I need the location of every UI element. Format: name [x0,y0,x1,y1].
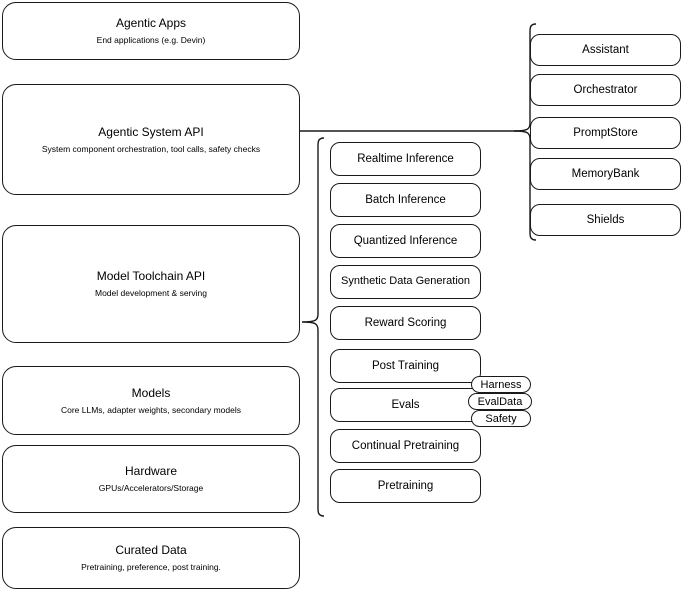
layer-agentic-system-api[interactable]: Agentic System API System component orch… [2,84,300,195]
layer-subtitle: Model development & serving [95,288,207,299]
layer-subtitle: System component orchestration, tool cal… [41,143,261,154]
evals-pill-harness[interactable]: Harness [471,376,531,393]
system-component-assistant[interactable]: Assistant [530,34,681,66]
evals-pill-evaldata[interactable]: EvalData [468,393,532,410]
toolchain-evals[interactable]: Evals [330,388,481,422]
node-label: PromptStore [573,126,638,139]
layer-agentic-apps[interactable]: Agentic Apps End applications (e.g. Devi… [2,2,300,60]
toolchain-post-training[interactable]: Post Training [330,349,481,383]
system-component-promptstore[interactable]: PromptStore [530,117,681,149]
node-label: Assistant [582,43,629,56]
node-label: Quantized Inference [353,234,458,247]
connector-system-api-to-components [300,125,518,137]
layer-title: Hardware [124,464,178,479]
layer-subtitle: End applications (e.g. Devin) [96,35,206,46]
node-label: Post Training [371,359,440,372]
toolchain-continual-pretraining[interactable]: Continual Pretraining [330,429,481,463]
evals-pill-safety[interactable]: Safety [471,410,531,427]
node-label: Shields [586,213,625,226]
layer-title: Agentic System API [98,124,204,139]
layer-title: Agentic Apps [115,16,187,31]
layer-subtitle: GPUs/Accelerators/Storage [98,483,204,494]
layer-title: Models [131,385,171,400]
layer-subtitle: Pretraining, preference, post training. [81,562,221,573]
layer-curated-data[interactable]: Curated Data Pretraining, preference, po… [2,527,300,589]
node-label: Batch Inference [365,193,446,206]
system-component-shields[interactable]: Shields [530,204,681,236]
layer-hardware[interactable]: Hardware GPUs/Accelerators/Storage [2,445,300,513]
toolchain-reward-scoring[interactable]: Reward Scoring [330,306,481,340]
toolchain-batch-inference[interactable]: Batch Inference [330,183,481,217]
layer-subtitle: Core LLMs, adapter weights, secondary mo… [60,404,241,415]
toolchain-pretraining[interactable]: Pretraining [330,469,481,503]
layer-title: Curated Data [115,543,187,558]
brace-model-toolchain [300,136,326,520]
node-label: Pretraining [377,479,434,492]
layer-models[interactable]: Models Core LLMs, adapter weights, secon… [2,366,300,435]
layer-model-toolchain-api[interactable]: Model Toolchain API Model development & … [2,225,300,343]
system-component-orchestrator[interactable]: Orchestrator [530,74,681,106]
node-label: Continual Pretraining [351,439,460,452]
toolchain-quantized-inference[interactable]: Quantized Inference [330,224,481,258]
toolchain-realtime-inference[interactable]: Realtime Inference [330,142,481,176]
toolchain-synthetic-data-generation[interactable]: Synthetic Data Generation [330,265,481,299]
node-label: Realtime Inference [357,152,454,165]
node-label: Orchestrator [573,83,638,96]
node-label: Reward Scoring [364,316,447,329]
node-label: Evals [391,398,420,411]
node-label: MemoryBank [571,167,640,180]
layer-title: Model Toolchain API [96,269,206,284]
node-label: Synthetic Data Generation [340,275,471,288]
system-component-memorybank[interactable]: MemoryBank [530,158,681,190]
